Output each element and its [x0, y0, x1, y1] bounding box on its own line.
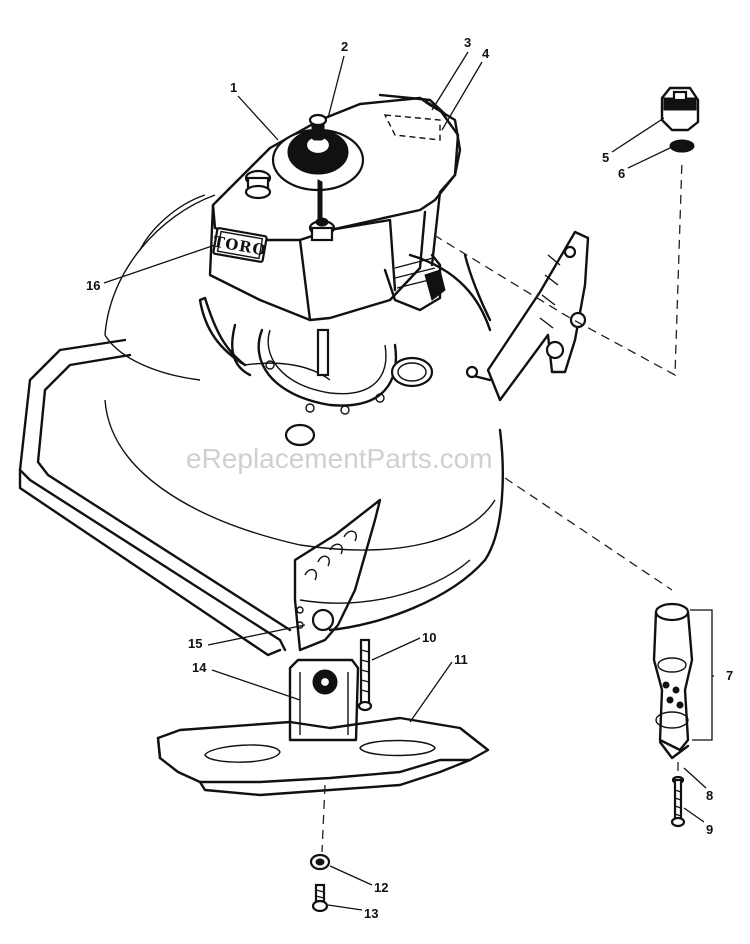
- callout-7: 7: [726, 668, 733, 683]
- handle-bail: [18, 338, 292, 657]
- wheel-bolt-parts: [670, 775, 686, 828]
- engine-assembly: TORO: [208, 93, 462, 447]
- wheel-assembly: [652, 602, 713, 760]
- callout-1: 1: [230, 80, 237, 95]
- assembly-dashed-lines: [321, 159, 683, 853]
- callout-14: 14: [192, 660, 207, 675]
- callout-4: 4: [482, 46, 490, 61]
- callout-16: 16: [86, 278, 100, 293]
- callout-labels: 1 2 3 4 5 6 7 8 9 10 11 12 13 14 15 16: [86, 35, 733, 921]
- callout-11: 11: [454, 652, 468, 667]
- cap-and-filter: [660, 86, 700, 153]
- callout-5: 5: [602, 150, 609, 165]
- blade-assembly: [156, 638, 490, 797]
- callout-2: 2: [341, 39, 348, 54]
- callout-13: 13: [364, 906, 378, 921]
- mower-deck: [104, 194, 504, 632]
- watermark: eReplacementParts.com: [186, 443, 493, 474]
- callout-3: 3: [464, 35, 471, 50]
- height-adjuster-front: [293, 498, 382, 652]
- callout-6: 6: [618, 166, 625, 181]
- callout-8: 8: [706, 788, 713, 803]
- callout-15: 15: [188, 636, 202, 651]
- height-adjuster-right: [465, 230, 590, 402]
- callout-9: 9: [706, 822, 713, 837]
- callout-12: 12: [374, 880, 388, 895]
- leader-lines: [103, 51, 714, 911]
- callout-10: 10: [422, 630, 436, 645]
- blade-bolt-parts: [309, 853, 331, 913]
